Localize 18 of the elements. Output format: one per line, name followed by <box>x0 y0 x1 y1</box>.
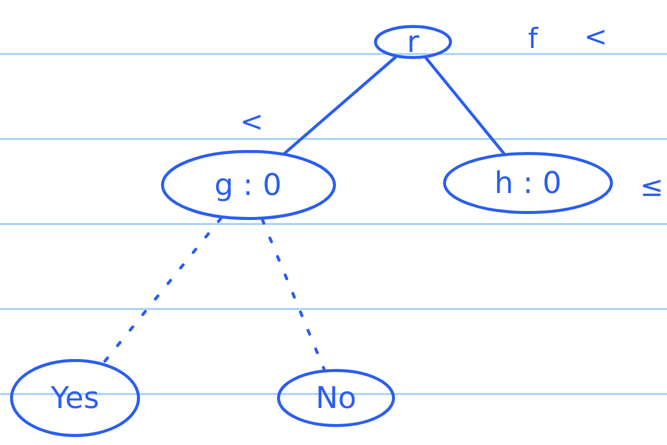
tree-node-ellipse <box>374 25 452 59</box>
tree-node-ellipse <box>443 152 613 214</box>
tree-node-ellipse <box>10 359 140 437</box>
node-label: No <box>316 380 356 416</box>
node-label: g : 0 <box>214 168 282 202</box>
dashed-line <box>102 216 222 364</box>
annotation-text: f <box>528 22 538 55</box>
annotation-text: < <box>240 105 264 138</box>
annotation-text: ≤ <box>640 170 664 203</box>
tree-node-ellipse <box>277 369 395 427</box>
annotation-text: < <box>584 20 608 53</box>
node-label: Yes <box>50 380 100 416</box>
node-label: h : 0 <box>494 166 562 200</box>
dashed-line <box>260 218 326 372</box>
branch-line <box>424 56 506 155</box>
tree-node-ellipse <box>160 150 336 220</box>
branch-line <box>283 56 397 155</box>
node-label: r <box>406 24 420 60</box>
